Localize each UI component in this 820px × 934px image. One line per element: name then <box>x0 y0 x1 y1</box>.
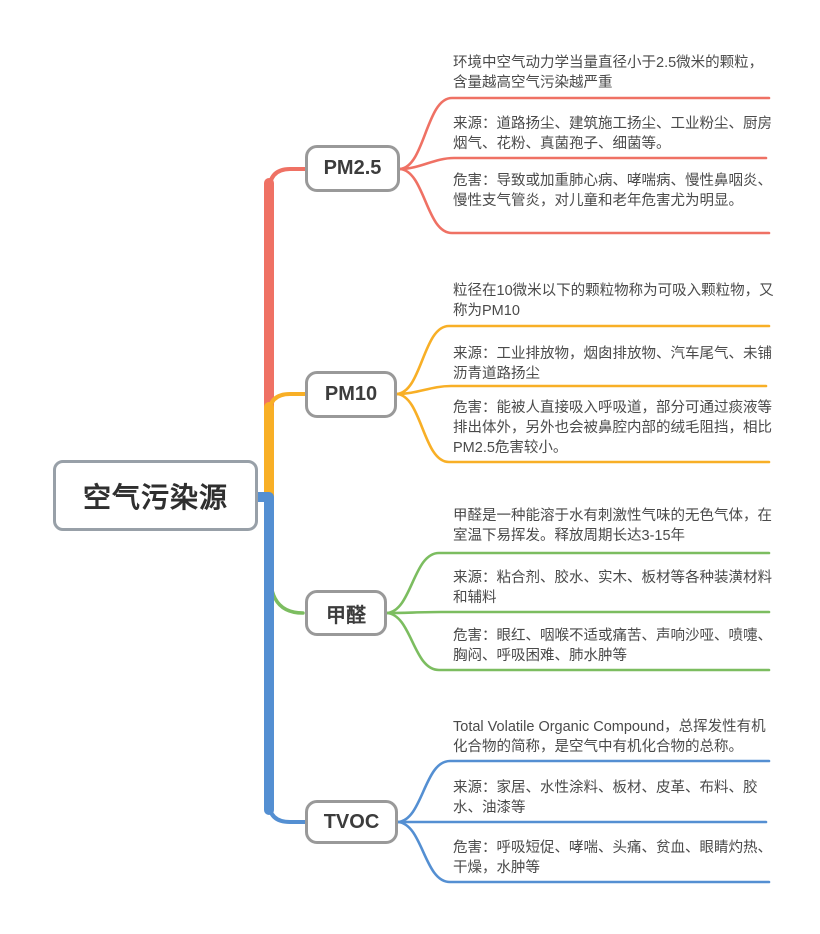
formaldehyde-leaf-underline-source <box>385 610 771 615</box>
branch-node-pm10-label: PM10 <box>324 383 378 405</box>
pm25-leaf-underline-source <box>398 156 768 171</box>
leaf-tvoc-harm[interactable]: 危害：呼吸短促、哮喘、头痛、贫血、眼睛灼热、干燥，水肿等 <box>453 840 772 876</box>
leaf-tvoc-source[interactable]: 来源：家居、水性涂料、板材、皮革、布料、胶水、油漆等 <box>453 780 758 816</box>
leaf-pm10-definition[interactable]: 粒径在10微米以下的颗粒物称为可吸入颗粒物，又称为PM10 <box>453 283 774 319</box>
tvoc-elbow-line <box>267 800 308 824</box>
pm10-leaf-underline-harm <box>395 392 771 464</box>
formaldehyde-leaf-underline-harm <box>385 611 771 672</box>
pm10-leaf-underline-source <box>395 384 768 396</box>
central-topic-air-pollution-sources[interactable]: 空气污染源 <box>53 460 258 531</box>
tvoc-leaf-underline-definition <box>396 759 771 824</box>
leaf-formaldehyde-source[interactable]: 来源：粘合剂、胶水、实木、板材等各种装潢材料和辅料 <box>453 570 772 606</box>
pm10-trunk-line <box>259 402 274 502</box>
leaf-tvoc-definition[interactable]: Total Volatile Organic Compound，总挥发性有机化合… <box>453 719 766 755</box>
branch-node-tvoc-label: TVOC <box>323 810 380 833</box>
branch-node-pm10[interactable]: PM10 <box>305 371 397 418</box>
branch-node-tvoc[interactable]: TVOC <box>305 800 398 844</box>
tvoc-leaf-underline-harm <box>396 820 771 884</box>
formaldehyde-branch-line <box>267 558 305 615</box>
leaf-formaldehyde-harm[interactable]: 危害：眼红、咽喉不适或痛苦、声响沙哑、喷嚏、胸闷、呼吸困难、肺水肿等 <box>453 628 772 664</box>
formaldehyde-leaf-underline-definition <box>385 551 771 615</box>
leaf-pm25-harm[interactable]: 危害：导致或加重肺心病、哮喘病、慢性鼻咽炎、慢性支气管炎，对儿童和老年危害尤为明… <box>453 173 772 209</box>
branch-node-pm25[interactable]: PM2.5 <box>305 145 400 192</box>
leaf-pm10-harm[interactable]: 危害：能被人直接吸入呼吸道，部分可通过痰液等排出体外，另外也会被鼻腔内部的绒毛阻… <box>453 400 772 456</box>
leaf-pm25-definition[interactable]: 环境中空气动力学当量直径小于2.5微米的颗粒，含量越高空气污染越严重 <box>453 55 764 91</box>
pm25-leaf-underline-definition <box>398 96 771 171</box>
pm25-elbow-line <box>267 167 308 194</box>
pm10-elbow-line <box>267 392 308 417</box>
tvoc-trunk-line <box>253 492 274 815</box>
central-topic-label: 空气污染源 <box>82 481 228 513</box>
pm25-leaf-underline-harm <box>398 167 771 235</box>
pm10-leaf-underline-definition <box>395 324 771 396</box>
branch-node-pm25-label: PM2.5 <box>323 157 382 179</box>
branch-node-formaldehyde-label: 甲醛 <box>326 604 366 627</box>
leaf-pm10-source[interactable]: 来源：工业排放物，烟囱排放物、汽车尾气、未铺沥青道路扬尘 <box>453 346 772 382</box>
branch-node-formaldehyde[interactable]: 甲醛 <box>305 590 387 636</box>
leaf-pm25-source[interactable]: 来源：道路扬尘、建筑施工扬尘、工业粉尘、厨房烟气、花粉、真菌孢子、细菌等。 <box>453 116 772 152</box>
leaf-formaldehyde-definition[interactable]: 甲醛是一种能溶于水有刺激性气味的无色气体，在室温下易挥发。释放周期长达3-15年 <box>453 508 772 544</box>
